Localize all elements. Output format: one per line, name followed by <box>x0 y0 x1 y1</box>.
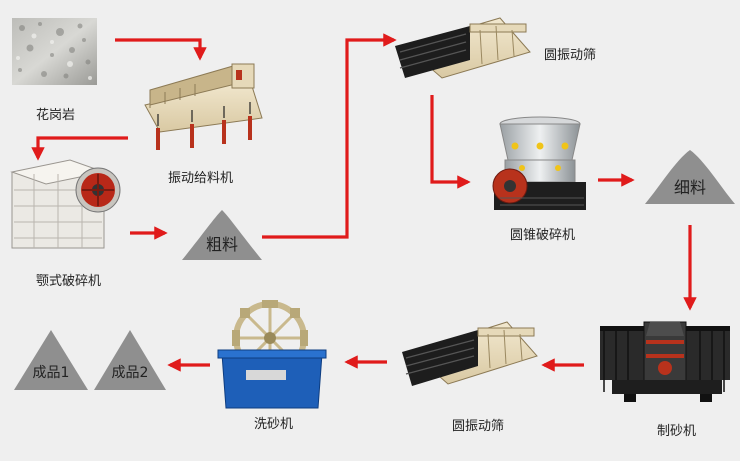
jaw-crusher-image <box>10 159 121 249</box>
product-2-label: 成品2 <box>112 365 149 381</box>
vibrating-screen-bottom-label: 圆振动筛 <box>452 419 505 434</box>
vibrating-screen-bottom-image <box>402 321 538 386</box>
vibrating-screen-top-label: 圆振动筛 <box>544 48 597 63</box>
sand-maker-image <box>600 321 730 402</box>
vibrating-screen-top-image <box>395 17 531 79</box>
arrow-screen-to-cone <box>430 95 471 189</box>
cone-crusher-label: 圆锥破碎机 <box>510 228 576 243</box>
product-2-pile: 成品2 <box>94 330 166 390</box>
granite-rock-image <box>12 18 97 85</box>
sand-washer-image <box>217 300 327 409</box>
sand-maker-label: 制砂机 <box>657 424 697 439</box>
jaw-crusher-label: 颚式破碎机 <box>36 274 102 289</box>
arrow-granite-to-feeder <box>115 38 207 61</box>
arrow-coarse-to-screen <box>262 33 397 239</box>
product-1-pile: 成品1 <box>14 330 88 390</box>
vibrating-feeder-label: 振动给料机 <box>168 171 234 186</box>
coarse-material-label: 粗料 <box>206 235 238 254</box>
granite-label: 花岗岩 <box>36 108 76 123</box>
fine-material-label: 细料 <box>674 178 706 197</box>
cone-crusher-image <box>492 116 586 210</box>
fine-material-pile: 细料 <box>645 150 735 204</box>
product-1-label: 成品1 <box>33 365 70 381</box>
flow-arrows <box>31 33 697 372</box>
coarse-material-pile: 粗料 <box>182 210 262 260</box>
sand-washer-label: 洗砂机 <box>254 417 294 432</box>
vibrating-feeder-image <box>144 63 263 150</box>
arrow-feeder-to-jaw <box>31 136 128 161</box>
